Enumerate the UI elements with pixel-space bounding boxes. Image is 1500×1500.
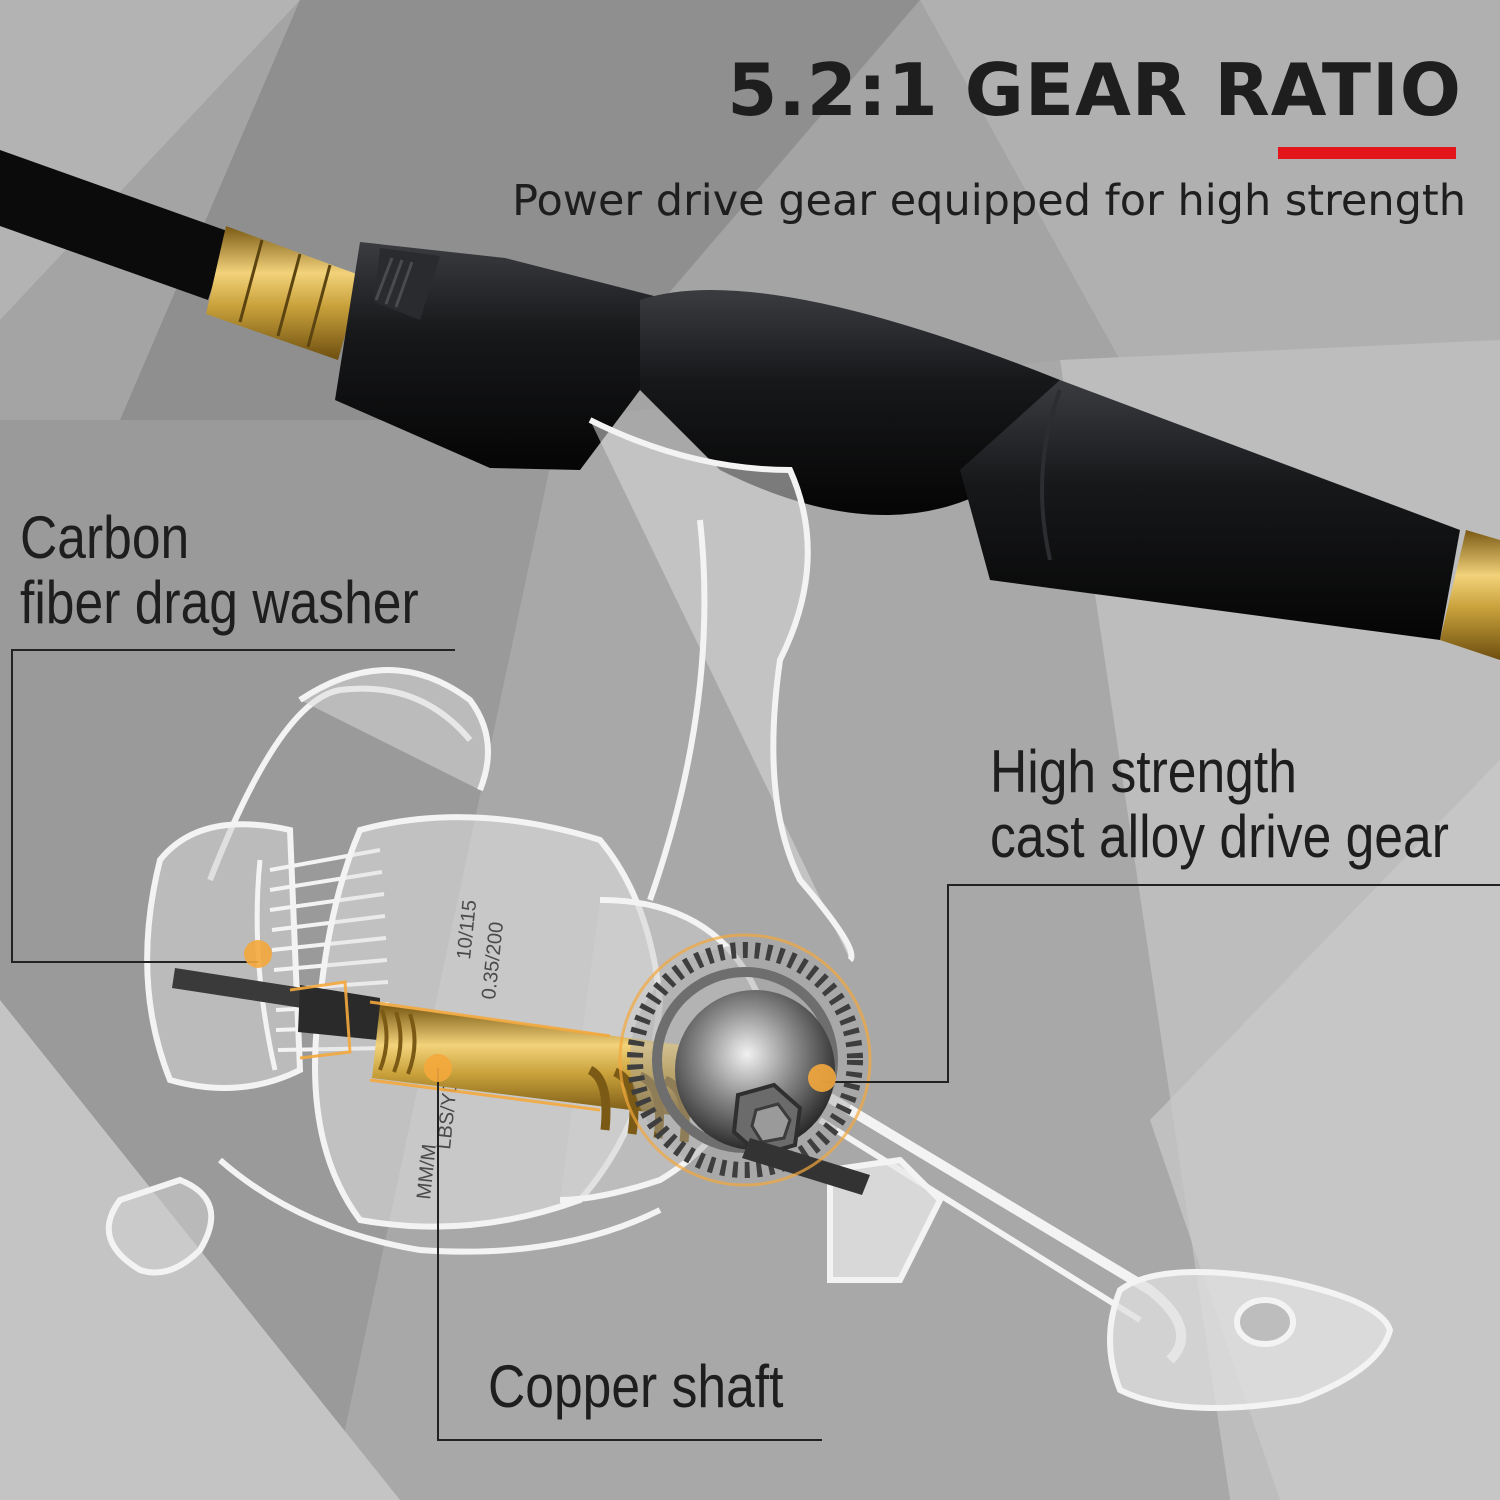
callout-drive-gear-line2: cast alloy drive gear xyxy=(990,802,1449,870)
brass-ferrule xyxy=(206,226,1500,660)
callout-drag-washer-line2: fiber drag washer xyxy=(20,568,419,636)
callout-drag-washer-line1: Carbon xyxy=(20,504,190,571)
rod-handle xyxy=(335,242,1460,640)
callout-drive-gear: High strength cast alloy drive gear xyxy=(990,738,1449,870)
callout-dot-drag xyxy=(244,940,272,968)
callout-drag-washer: Carbon fiber drag washer xyxy=(20,504,419,636)
callout-dot-shaft xyxy=(424,1054,452,1082)
callout-dots xyxy=(244,940,836,1092)
internals-highlight xyxy=(289,933,872,1187)
drive-gear xyxy=(627,942,870,1195)
callout-copper-shaft: Copper shaft xyxy=(488,1353,784,1420)
callout-leaders xyxy=(11,649,1500,1441)
callout-copper-shaft-label: Copper shaft xyxy=(488,1353,784,1420)
feature-subtitle: Power drive gear equipped for high stren… xyxy=(512,176,1466,226)
headline-accent-bar xyxy=(1278,147,1456,159)
callout-drive-gear-line1: High strength xyxy=(990,738,1297,805)
callout-dot-gear xyxy=(808,1064,836,1092)
feature-headline: 5.2:1 GEAR RATIO xyxy=(727,48,1462,132)
